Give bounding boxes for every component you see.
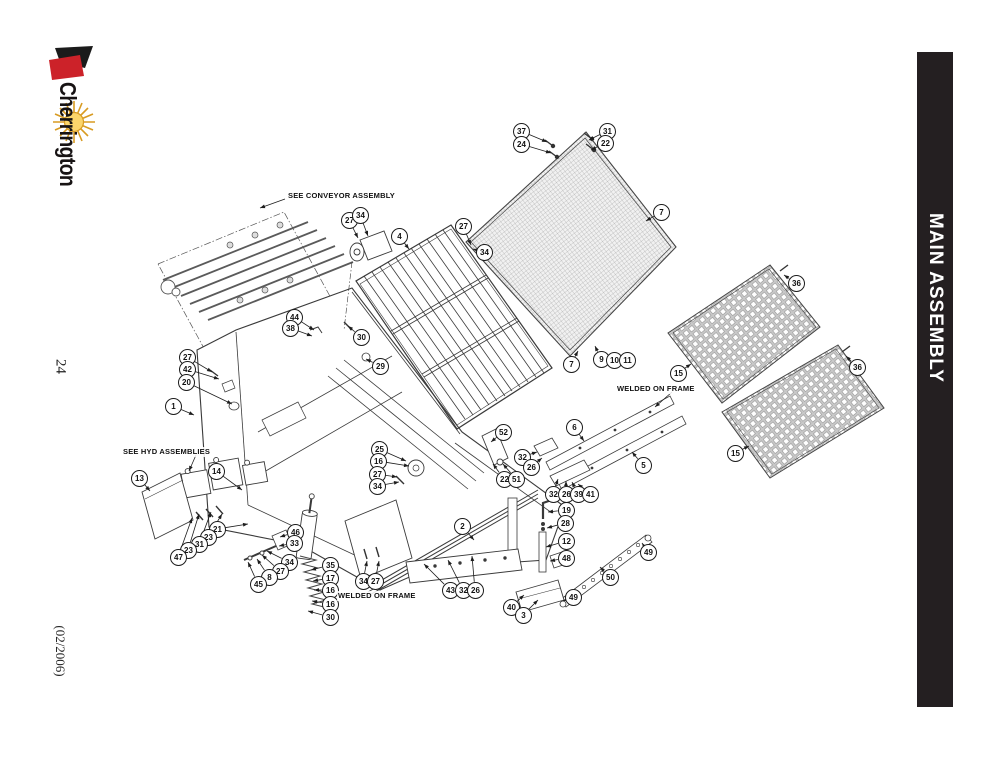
perforated-panel-upper-drawing <box>667 264 821 404</box>
revision-date: (02/2006) <box>53 625 68 677</box>
conveyor-assembly-drawing <box>157 211 354 353</box>
welded-channel-drawing <box>545 395 687 491</box>
section-title: MAIN ASSEMBLY <box>925 213 946 383</box>
box-13-drawing <box>141 472 194 540</box>
latch-cylinder-drawing <box>243 428 559 561</box>
rod-link-mount-drawing <box>515 459 591 613</box>
logo-flag-icon <box>49 46 93 80</box>
main-frame-drawing <box>196 287 566 591</box>
perforated-panel-lower-drawing <box>721 344 885 479</box>
callout-leader-lines <box>143 133 852 616</box>
punched-brace-drawing <box>559 534 653 608</box>
grid-deck-frame-drawing <box>355 224 553 430</box>
section-title-bar: MAIN ASSEMBLY <box>917 52 953 707</box>
page-number: 24 <box>52 359 69 374</box>
logo-wordmark: Cherrington <box>53 82 79 187</box>
hydraulic-motor-drawing <box>343 230 393 331</box>
spring-drawing <box>299 555 329 609</box>
sun-icon <box>53 101 95 143</box>
push-bar-drawing <box>367 489 539 597</box>
